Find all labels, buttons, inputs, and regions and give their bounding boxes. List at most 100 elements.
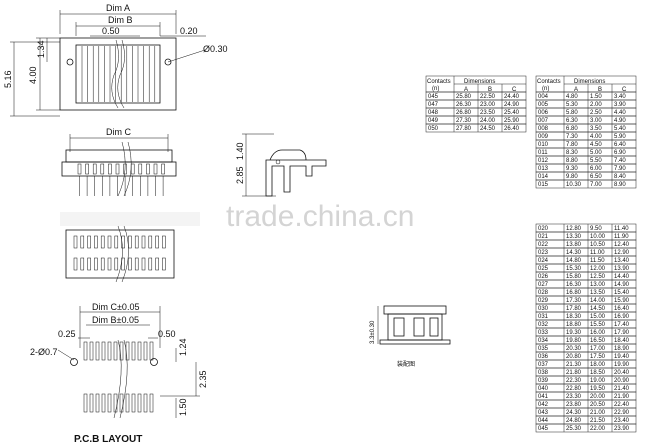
bottom-contact	[134, 235, 139, 249]
table-cell: 043	[538, 410, 549, 416]
table-cell: 011	[538, 150, 548, 156]
pcb-pad	[101, 341, 106, 361]
table-cell: 047	[428, 102, 439, 108]
table-cell: 16.30	[566, 282, 582, 288]
table-cell: 12.50	[590, 274, 606, 280]
table-cell: 036	[538, 354, 549, 360]
table-cell: 25.40	[504, 110, 520, 116]
table-cell: 17.00	[590, 346, 606, 352]
table-cell: 11.90	[614, 234, 629, 240]
table-cell: 27.80	[456, 126, 472, 132]
pcb-pad	[143, 393, 148, 413]
bottom-contact	[128, 257, 132, 271]
table-cell: 26.30	[456, 102, 472, 108]
table-cell: 17.30	[566, 298, 582, 304]
table-cell: 18.80	[566, 322, 582, 328]
table-cell: 6.80	[566, 126, 578, 132]
table-cell: 032	[538, 322, 549, 328]
table-cell: 25.30	[566, 426, 582, 432]
col-header: B	[598, 87, 602, 93]
table-cell: 27.30	[456, 118, 472, 124]
table-cell: 15.30	[566, 266, 582, 272]
table-cell: 20.40	[614, 370, 630, 376]
dim-c-tol-label: Dim C±0.05	[92, 302, 139, 312]
pcb-pad	[101, 393, 106, 413]
table-cell: 4.40	[614, 110, 626, 116]
table-cell: 22.80	[566, 386, 582, 392]
bottom-contact	[134, 257, 139, 271]
bottom-view-contacts	[73, 235, 166, 271]
table-cell: 045	[538, 426, 549, 432]
table-cell: 15.40	[614, 290, 630, 296]
table-cell: 040	[538, 386, 549, 392]
bottom-contact	[87, 257, 91, 271]
table-cell: 028	[538, 290, 549, 296]
table-cell: 26.40	[504, 126, 520, 132]
bottom-contact	[141, 257, 146, 271]
table-cell: 16.40	[614, 306, 630, 312]
table-cell: 007	[538, 118, 549, 124]
table-cell: 7.40	[614, 158, 626, 164]
table-cell: 2.00	[590, 102, 602, 108]
bottom-contact	[162, 257, 166, 271]
pcb-050-label: 0.50	[158, 329, 176, 339]
table-cell: 21.80	[566, 370, 582, 376]
table-cell: 22.90	[614, 410, 630, 416]
h-134-label: 1.34	[36, 40, 46, 58]
table-cell: 3.50	[590, 126, 602, 132]
front-pin	[138, 163, 143, 175]
dim-b-tol-label: Dim B±0.05	[92, 315, 139, 325]
table-cell: 13.30	[566, 234, 582, 240]
table-cell: 049	[428, 118, 439, 124]
bottom-contact	[121, 257, 125, 271]
pcb-150-label: 1.50	[178, 398, 188, 416]
table-cell: 9.30	[566, 166, 578, 172]
table-cell: 16.50	[590, 338, 606, 344]
pcb-pad	[83, 341, 88, 361]
table-cell: 17.90	[614, 330, 630, 336]
table-cell: 18.50	[590, 370, 606, 376]
table-cell: 6.00	[590, 166, 602, 172]
pcb-pad	[113, 341, 118, 361]
gap-right-label: 0.20	[180, 26, 198, 36]
table-cell: 18.90	[614, 346, 630, 352]
table-cell: 19.90	[614, 362, 630, 368]
bottom-contact	[73, 257, 78, 271]
pcb-pad	[131, 393, 136, 413]
pcb-pad	[83, 393, 88, 413]
pcb-pad	[125, 393, 130, 413]
top-view: Dim A Dim B 0.50 0.20 Ø0.30 4.00 1.34	[3, 3, 228, 117]
table-cell: 4.50	[590, 142, 602, 148]
table-cell: 5.40	[614, 126, 626, 132]
table-cell: 19.00	[590, 378, 606, 384]
table-cell: 8.30	[566, 150, 578, 156]
front-pin	[85, 163, 89, 175]
pcb-124-label: 1.24	[178, 338, 188, 356]
table-cell: 4.80	[566, 94, 578, 100]
pcb-hole-left	[70, 358, 78, 366]
table-cell: 13.50	[590, 290, 606, 296]
table-cell: 045	[428, 94, 439, 100]
bottom-contact	[100, 235, 105, 249]
table-cell: 3.90	[614, 102, 626, 108]
table-cell: 4.00	[590, 134, 602, 140]
table-cell: 7.00	[590, 182, 602, 188]
mount-hole-right	[164, 58, 172, 66]
bottom-contact	[162, 235, 166, 249]
table-cell: 2.50	[590, 110, 602, 116]
table-cell: 8.80	[566, 158, 578, 164]
assembly-height-label: 3.3±0.30	[370, 320, 376, 344]
front-pin	[146, 163, 150, 175]
table-cell: 26.80	[456, 110, 472, 116]
table-cell: 8.40	[614, 174, 626, 180]
table-cell: 027	[538, 282, 549, 288]
watermark: trade.china.cn	[226, 200, 414, 233]
table-cell: 15.50	[590, 322, 606, 328]
bottom-contact	[148, 235, 153, 249]
col-header: A	[464, 87, 468, 93]
table-cell: 19.30	[566, 330, 582, 336]
contacts-header: Contacts	[427, 79, 451, 85]
table-cell: 8.90	[614, 182, 626, 188]
table-cell: 14.50	[590, 306, 606, 312]
